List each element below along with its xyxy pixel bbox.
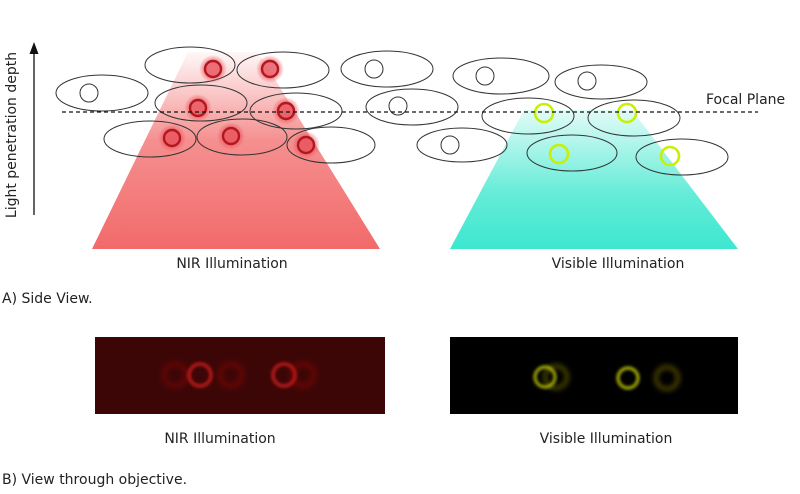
plain-nuclei <box>79 59 597 155</box>
nir-marker <box>199 55 227 83</box>
objective-nir-ring <box>290 362 316 388</box>
objective-visible-label: Visible Illumination <box>540 431 673 447</box>
cell <box>196 118 288 156</box>
cell <box>103 120 197 158</box>
objective-visible-ring <box>654 365 680 391</box>
side-nir-label: NIR Illumination <box>176 256 287 272</box>
nucleus <box>440 135 460 155</box>
focal-plane-label: Focal Plane <box>706 92 785 108</box>
nir-marker <box>217 122 245 150</box>
objective-nir-ring <box>218 362 244 388</box>
cell <box>526 134 618 172</box>
objective-nir-ring <box>162 362 188 388</box>
cell <box>587 99 681 137</box>
objective-nir-ring <box>271 362 297 388</box>
nir-markers <box>158 55 320 159</box>
depth-axis-arrowhead <box>29 42 39 54</box>
side-view-caption: A) Side View. <box>2 291 93 307</box>
cell <box>635 138 729 176</box>
visible-marker <box>548 143 570 165</box>
cell <box>340 50 434 88</box>
nir-marker <box>292 131 320 159</box>
cell <box>55 74 149 112</box>
visible-marker <box>616 102 638 124</box>
cell <box>249 92 343 130</box>
cell <box>286 126 376 164</box>
cell <box>554 64 648 100</box>
nir-marker <box>158 124 186 152</box>
objective-visible-ring <box>543 364 569 390</box>
cell <box>481 97 575 135</box>
cell <box>144 46 236 84</box>
objective-visible-panel <box>450 337 738 414</box>
nucleus <box>388 96 408 116</box>
nir-beam <box>92 52 380 249</box>
nucleus <box>364 59 384 79</box>
side-visible-label: Visible Illumination <box>552 256 685 272</box>
cells <box>55 46 729 176</box>
cell <box>365 88 459 126</box>
nir-marker <box>184 94 212 122</box>
nucleus <box>475 66 495 86</box>
objective-nir-label: NIR Illumination <box>164 431 275 447</box>
nucleus <box>79 83 99 103</box>
nir-marker <box>256 55 284 83</box>
cell <box>416 127 508 163</box>
objective-visible-ring <box>533 365 557 389</box>
visible-beam <box>450 110 738 249</box>
depth-axis-label: Light penetration depth <box>4 52 20 218</box>
objective-nir-panel <box>95 337 385 414</box>
visible-markers <box>533 102 681 167</box>
objective-nir-ring <box>187 362 213 388</box>
visible-marker <box>659 145 681 167</box>
cell <box>452 57 550 95</box>
objective-visible-ring <box>616 366 640 390</box>
cell <box>236 51 330 89</box>
objective-view-caption: B) View through objective. <box>2 472 187 488</box>
visible-marker <box>533 102 555 124</box>
nir-marker <box>272 97 300 125</box>
nucleus <box>577 71 597 91</box>
